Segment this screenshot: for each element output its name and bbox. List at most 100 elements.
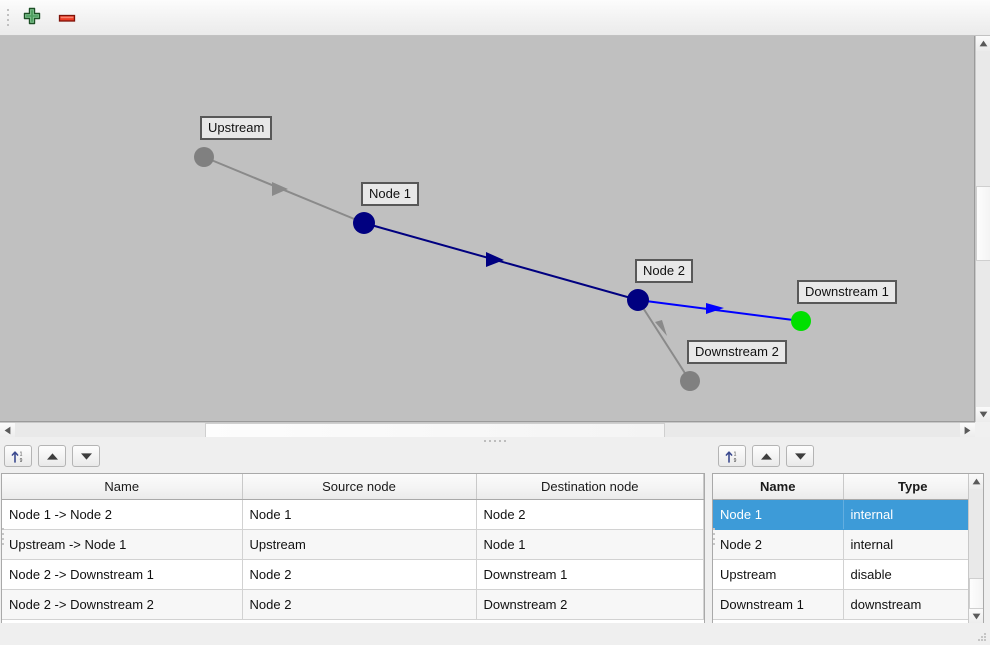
svg-text:9: 9 — [20, 458, 23, 464]
edges-column-header-source[interactable]: Source node — [242, 474, 477, 500]
edges-cell-name[interactable]: Upstream -> Node 1 — [2, 529, 243, 560]
triangle-left-icon — [4, 426, 11, 435]
nodes-cell-name[interactable]: Downstream 1 — [713, 589, 844, 620]
triangle-up-icon — [46, 452, 58, 460]
nodes-panel: 1 9 Name Type — [708, 443, 990, 625]
table-row[interactable]: Node 2 -> Downstream 2 Node 2 Downstream… — [2, 589, 704, 620]
nodes-column-header-type[interactable]: Type — [843, 474, 983, 500]
table-row[interactable]: Upstream disable — [713, 559, 983, 590]
edges-table[interactable]: Name Source node Destination node Node 1… — [2, 474, 704, 620]
graph-label-node-2[interactable]: Node 2 — [635, 259, 693, 283]
nodes-sort-button[interactable]: 1 9 — [718, 445, 746, 467]
table-row[interactable]: Node 2 internal — [713, 529, 983, 560]
graph-label-downstream-1[interactable]: Downstream 1 — [797, 280, 897, 304]
table-row[interactable]: Downstream 1 downstream — [713, 589, 983, 620]
minus-icon — [58, 14, 76, 22]
svg-text:9: 9 — [734, 458, 737, 464]
triangle-up-icon — [760, 452, 772, 460]
edges-cell-source[interactable]: Node 1 — [242, 499, 477, 530]
graph-node-node-2[interactable] — [627, 289, 649, 311]
sort-icon: 1 9 — [725, 451, 737, 464]
edges-cell-destination[interactable]: Node 1 — [476, 529, 704, 560]
graph-label-node-1[interactable]: Node 1 — [361, 182, 419, 206]
graph-node-downstream-1[interactable] — [791, 311, 811, 331]
nodes-cell-type[interactable]: downstream — [843, 589, 983, 620]
graph-node-downstream-2[interactable] — [680, 371, 700, 391]
triangle-up-icon — [979, 40, 988, 47]
edges-cell-source[interactable]: Node 2 — [242, 589, 477, 620]
graph-vertical-scrollbar[interactable] — [975, 36, 990, 422]
triangle-down-icon — [794, 452, 806, 460]
resize-grip-icon[interactable] — [978, 633, 987, 642]
add-node-button[interactable] — [16, 3, 48, 33]
edge-node1-node2[interactable] — [363, 222, 639, 301]
edges-cell-destination[interactable]: Downstream 1 — [476, 559, 704, 590]
edges-cell-name[interactable]: Node 1 -> Node 2 — [2, 499, 243, 530]
nodes-table-frame: Name Type Node 1 internal Node 2 interna… — [712, 473, 984, 625]
edges-column-header-name[interactable]: Name — [2, 474, 243, 500]
table-row[interactable]: Node 2 -> Downstream 1 Node 2 Downstream… — [2, 559, 704, 590]
nodes-scroll-thumb[interactable] — [969, 578, 983, 609]
edges-sort-button[interactable]: 1 9 — [4, 445, 32, 467]
nodes-cell-name[interactable]: Node 1 — [713, 499, 844, 530]
graph-scroll-right-button[interactable] — [960, 423, 975, 438]
svg-text:1: 1 — [20, 451, 23, 457]
nodes-scroll-up-button[interactable] — [969, 474, 983, 489]
graph-canvas[interactable]: Upstream Node 1 Node 2 Downstream 1 Down… — [0, 36, 975, 422]
nodes-cell-type[interactable]: internal — [843, 529, 983, 560]
nodes-row-grip[interactable] — [713, 524, 716, 548]
edges-cell-source[interactable]: Upstream — [242, 529, 477, 560]
graph-scroll-down-button[interactable] — [976, 407, 990, 422]
edges-move-up-button[interactable] — [38, 445, 66, 467]
edges-row-grip[interactable] — [2, 524, 5, 548]
nodes-toolbar: 1 9 — [708, 443, 990, 469]
nodes-move-down-button[interactable] — [786, 445, 814, 467]
nodes-table[interactable]: Name Type Node 1 internal Node 2 interna… — [713, 474, 983, 620]
nodes-scroll-down-button[interactable] — [969, 609, 983, 624]
nodes-column-header-name[interactable]: Name — [713, 474, 844, 500]
nodes-move-up-button[interactable] — [752, 445, 780, 467]
graph-panel: Upstream Node 1 Node 2 Downstream 1 Down… — [0, 36, 990, 438]
toolbar-drag-handle[interactable] — [3, 7, 13, 29]
graph-label-upstream[interactable]: Upstream — [200, 116, 273, 140]
triangle-right-icon — [964, 426, 971, 435]
table-row[interactable]: Node 1 -> Node 2 Node 1 Node 2 — [2, 499, 704, 530]
nodes-table-scrollbar[interactable] — [968, 474, 983, 624]
edges-header-row: Name Source node Destination node — [2, 474, 704, 500]
main-toolbar — [0, 0, 990, 36]
edges-move-down-button[interactable] — [72, 445, 100, 467]
table-row[interactable]: Upstream -> Node 1 Upstream Node 1 — [2, 529, 704, 560]
nodes-cell-name[interactable]: Node 2 — [713, 529, 844, 560]
graph-scroll-up-button[interactable] — [976, 36, 990, 51]
remove-node-button[interactable] — [51, 3, 83, 33]
edges-cell-name[interactable]: Node 2 -> Downstream 2 — [2, 589, 243, 620]
graph-node-upstream[interactable] — [194, 147, 214, 167]
edges-column-header-destination[interactable]: Destination node — [476, 474, 704, 500]
triangle-up-icon — [972, 478, 981, 485]
edges-table-empty-area[interactable] — [2, 620, 704, 624]
panel-splitter[interactable] — [0, 437, 990, 445]
svg-text:1: 1 — [734, 451, 737, 457]
graph-horizontal-scrollbar[interactable] — [0, 422, 975, 438]
graph-node-node-1[interactable] — [353, 212, 375, 234]
graph-vscroll-thumb[interactable] — [976, 186, 990, 261]
nodes-cell-type[interactable]: internal — [843, 499, 983, 530]
nodes-table-empty-area[interactable] — [713, 620, 983, 624]
edge-upstream-node1[interactable] — [203, 156, 365, 224]
edge-node2-downstream2[interactable] — [637, 299, 691, 382]
triangle-down-icon — [80, 452, 92, 460]
nodes-header-row: Name Type — [713, 474, 983, 500]
graph-scroll-left-button[interactable] — [0, 423, 15, 438]
edges-cell-destination[interactable]: Downstream 2 — [476, 589, 704, 620]
nodes-cell-name[interactable]: Upstream — [713, 559, 844, 590]
edge-node2-downstream1[interactable] — [637, 299, 802, 322]
triangle-down-icon — [979, 411, 988, 418]
table-row[interactable]: Node 1 internal — [713, 499, 983, 530]
triangle-down-icon — [972, 613, 981, 620]
edges-cell-destination[interactable]: Node 2 — [476, 499, 704, 530]
graph-hscroll-thumb[interactable] — [205, 423, 665, 438]
graph-label-downstream-2[interactable]: Downstream 2 — [687, 340, 787, 364]
nodes-cell-type[interactable]: disable — [843, 559, 983, 590]
edges-cell-source[interactable]: Node 2 — [242, 559, 477, 590]
edges-cell-name[interactable]: Node 2 -> Downstream 1 — [2, 559, 243, 590]
